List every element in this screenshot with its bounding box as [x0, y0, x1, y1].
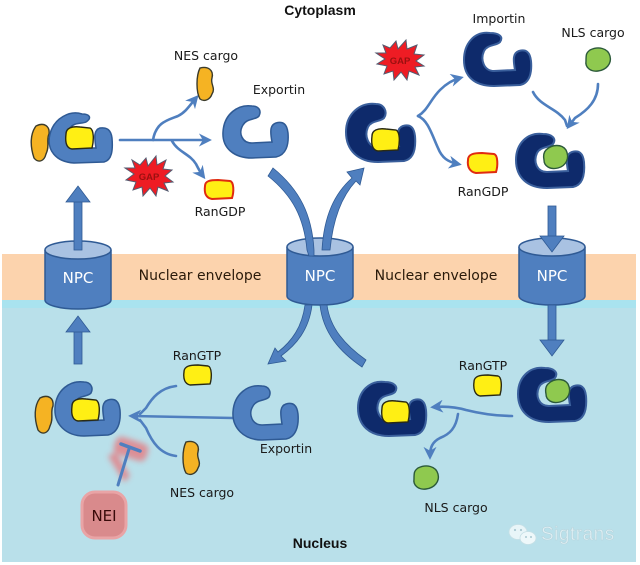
nuclear-envelope-label-right: Nuclear envelope	[375, 268, 498, 284]
importin-nls-complex-nucleus	[516, 366, 588, 424]
wechat-chat-bubbles-icon	[508, 524, 537, 545]
arrow-to-importin	[416, 73, 464, 118]
arrow-importin-to-complex	[531, 90, 569, 128]
nuclear-envelope-label-left: Nuclear envelope	[139, 268, 262, 284]
rangtp-label-nucleus-left: RanGTP	[173, 348, 222, 363]
rangdp-label-cytoplasm-right: RanGDP	[458, 184, 509, 199]
arrow-to-rangdp-right	[416, 114, 462, 169]
nes-cargo-nucleus	[182, 440, 201, 476]
nucleus-title: Nucleus	[293, 535, 348, 551]
nei-label: NEI	[91, 507, 116, 525]
rangtp-shape	[370, 128, 401, 152]
exportin-shape	[54, 381, 121, 437]
watermark: Sigtrans	[508, 524, 615, 545]
arrow-right-cytoplasm-to-npc	[539, 205, 565, 253]
importin-complex-nucleus	[356, 380, 428, 438]
rangtp-nucleus-left	[183, 364, 213, 386]
arrow-left-nucleus-to-npc	[65, 315, 91, 365]
arrow-exportin-to-complex	[128, 409, 235, 423]
npc-center-label: NPC	[305, 267, 336, 285]
arrow-center-importin-from-nucleus	[319, 304, 367, 368]
arrow-center-exportin-to-nucleus	[267, 304, 313, 365]
nls-cargo-shape	[542, 144, 569, 170]
nei-inhibitor: NEI	[80, 436, 149, 540]
arrow-nls-to-complex	[566, 82, 600, 130]
arrow-branch-to-rangdp	[170, 139, 206, 180]
rangdp-label-cytoplasm-left: RanGDP	[195, 204, 246, 219]
arrow-left-npc-to-cytoplasm	[65, 185, 91, 251]
cytoplasm-title: Cytoplasm	[284, 2, 356, 18]
gap-star-cytoplasm-export: GAP	[123, 154, 175, 198]
importin-shape	[356, 380, 428, 438]
importin-complex-cytoplasm	[344, 102, 417, 164]
exportin-label-cytoplasm: Exportin	[253, 82, 305, 97]
nls-cargo-label-nucleus: NLS cargo	[424, 500, 487, 515]
rangtp-shape	[64, 126, 95, 150]
arrow-release-nls-cargo	[423, 412, 460, 460]
arrow-complex-to-importin-rangtp	[430, 399, 514, 418]
gap-label-right: GAP	[390, 56, 411, 67]
nls-cargo-shape	[544, 378, 571, 404]
nes-cargo-shape	[30, 123, 50, 162]
importin-cytoplasm	[462, 31, 533, 88]
exportin-shape	[48, 112, 114, 164]
nls-cargo-label-cytoplasm: NLS cargo	[561, 25, 624, 40]
npc-right-label: NPC	[537, 267, 568, 285]
nes-cargo-cytoplasm	[196, 66, 215, 102]
nls-cargo-nucleus	[413, 465, 440, 490]
arrow-center-exportin-recycle-in	[267, 167, 315, 257]
exportin-complex-cytoplasm	[30, 112, 114, 164]
rangdp-cytoplasm-left	[203, 178, 235, 201]
arrow-right-npc-to-nucleus	[539, 304, 565, 357]
importin-nls-complex-cytoplasm	[514, 132, 586, 190]
exportin-nucleus	[232, 385, 299, 441]
exportin-complex-nucleus	[34, 381, 121, 437]
arrow-branch-to-nes-cargo	[151, 95, 199, 142]
exportin-label-nucleus: Exportin	[260, 441, 312, 456]
rangtp-nucleus-right	[473, 374, 503, 397]
inhibition-bar-icon	[116, 447, 131, 487]
rangtp-label-nucleus-right: RanGTP	[459, 358, 508, 373]
importin-label: Importin	[473, 11, 526, 26]
arrow-nes-to-complex	[138, 418, 178, 458]
npc-center: NPC	[286, 237, 354, 306]
importin-shape	[516, 366, 588, 424]
nei-box	[80, 490, 128, 540]
nes-cargo-label-nucleus: NES cargo	[170, 485, 234, 500]
importin-shape	[514, 132, 586, 190]
nes-cargo-label-cytoplasm: NES cargo	[174, 48, 238, 63]
npc-left: NPC	[44, 240, 112, 310]
gap-star-cytoplasm-import: GAP	[374, 38, 426, 82]
nes-cargo-shape	[34, 395, 54, 434]
arrow-center-importin-out	[321, 167, 365, 251]
nls-cargo-cytoplasm	[585, 47, 612, 72]
rangdp-cytoplasm-right	[466, 151, 499, 175]
gap-label-left: GAP	[139, 172, 160, 183]
exportin-cytoplasm	[222, 105, 289, 159]
rangtp-shape	[380, 400, 411, 424]
arrow-rangtp-to-complex	[138, 384, 178, 416]
watermark-text: Sigtrans	[541, 524, 615, 545]
npc-left-label: NPC	[63, 269, 94, 287]
rangtp-shape	[70, 398, 101, 422]
